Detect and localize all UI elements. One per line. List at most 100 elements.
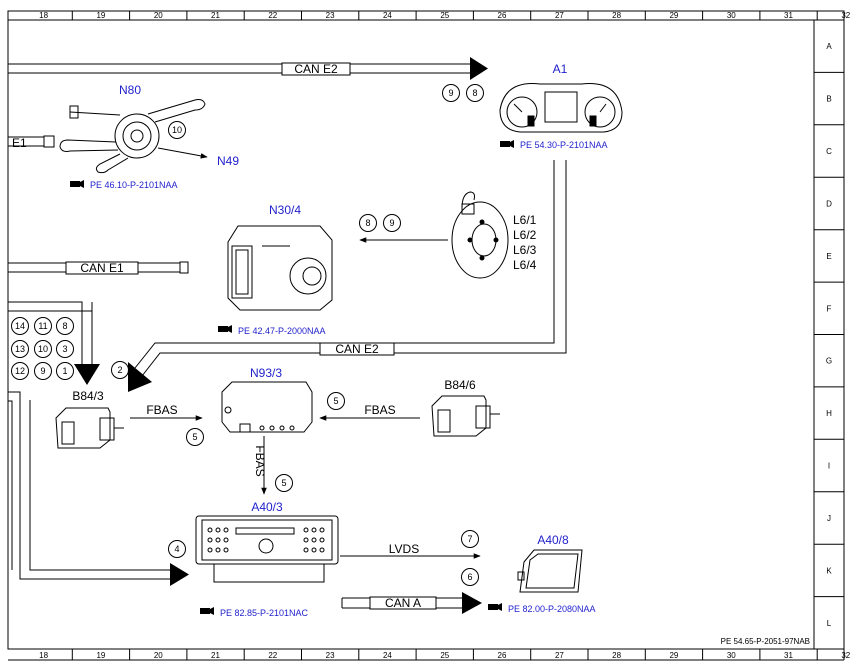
steering-column-module-icon	[59, 99, 206, 174]
n80-ref-link[interactable]: PE 46.10-P-2101NAA	[70, 180, 178, 190]
column-number: 18	[39, 651, 48, 660]
document-id: PE 54.65-P-2051-97NAB	[721, 637, 810, 646]
instrument-cluster-icon	[499, 83, 623, 133]
callout-number: 10	[172, 125, 182, 135]
pointing-hand-icon	[200, 607, 214, 615]
column-number: 25	[440, 11, 449, 20]
callout-circle: 9	[383, 214, 401, 232]
front-camera-icon	[431, 395, 500, 437]
column-number: 31	[784, 11, 793, 20]
fbas-vertical-label: FBAS	[253, 445, 267, 476]
drawing-frame	[7, 10, 845, 661]
n93-3-label: N93/3	[250, 366, 282, 380]
a40-8-label: A40/8	[537, 533, 569, 547]
callout-circle: 1	[56, 362, 74, 380]
callout-number: 12	[15, 366, 25, 376]
pointing-hand-icon	[218, 325, 232, 333]
a40-3-ref: PE 82.85-P-2101NAC	[220, 608, 309, 618]
column-number: 25	[440, 651, 449, 660]
l6-labels: L6/1 L6/2 L6/3 L6/4	[513, 213, 537, 272]
row-letter: B	[826, 95, 831, 104]
callout-circle: 4	[168, 540, 186, 558]
n30-4-label: N30/4	[269, 203, 301, 217]
a1-ref-link[interactable]: PE 54.30-P-2101NAA	[500, 140, 608, 150]
column-number: 28	[612, 11, 621, 20]
callout-number: 5	[333, 396, 338, 406]
column-number: 24	[383, 651, 392, 660]
e1-label: E1	[12, 136, 27, 150]
fbas-left-label: FBAS	[146, 403, 177, 417]
row-letter: G	[826, 357, 832, 366]
callout-number: 8	[365, 218, 370, 228]
can-a-bus: CAN A	[341, 592, 482, 614]
a40-8-ref-link[interactable]: PE 82.00-P-2080NAA	[488, 603, 596, 614]
a40-3-ref-link[interactable]: PE 82.85-P-2101NAC	[200, 607, 309, 618]
a40-8-ref: PE 82.00-P-2080NAA	[508, 604, 596, 614]
head-unit-buttons-left	[207, 527, 229, 553]
fbas-right-label: FBAS	[364, 403, 395, 417]
lvds-label: LVDS	[389, 542, 419, 556]
callout-number: 11	[38, 321, 47, 331]
callout-circle: 10	[168, 121, 186, 139]
can-e2-mid-bus: CAN E2	[128, 160, 567, 392]
row-letter: C	[826, 147, 832, 156]
rear-camera-icon	[55, 407, 124, 449]
n49-label: N49	[217, 154, 239, 168]
column-number: 30	[727, 11, 736, 20]
column-number: 19	[96, 651, 105, 660]
column-number: 22	[268, 651, 277, 660]
camera-control-unit-icon	[221, 381, 313, 433]
l6-3-label: L6/3	[513, 243, 537, 257]
callout-circle: 10	[34, 340, 52, 358]
callout-circle: 6	[461, 568, 479, 586]
l6-4-label: L6/4	[513, 258, 537, 272]
l6-2-label: L6/2	[513, 228, 537, 242]
column-number: 20	[154, 651, 163, 660]
wheel-speed-sensor-icon	[451, 191, 509, 279]
column-number: 24	[383, 11, 392, 20]
callout-number: 9	[40, 366, 45, 376]
pointing-hand-icon	[500, 140, 514, 148]
can-e2-mid-label: CAN E2	[335, 342, 379, 356]
column-number: 29	[669, 651, 678, 660]
row-letter: K	[826, 566, 832, 575]
callout-number: 4	[174, 544, 179, 554]
row-letter: I	[828, 462, 830, 471]
column-number: 23	[326, 11, 335, 20]
callout-circle: 2	[111, 361, 129, 379]
callout-circle: 9	[442, 84, 460, 102]
left-feed-bus	[8, 301, 100, 385]
column-number: 27	[555, 651, 564, 660]
callout-number: 13	[15, 344, 25, 354]
left-a40-bus	[8, 391, 189, 586]
pointing-hand-icon	[488, 603, 502, 611]
can-e2-top-bus: CAN E2	[8, 57, 488, 80]
n49-pointer-arrow	[157, 147, 208, 159]
callout-number: 6	[467, 572, 472, 582]
e1-stub-bus: E1	[8, 135, 55, 150]
callout-circle: 7	[461, 530, 479, 548]
column-number: 21	[211, 11, 220, 20]
row-letter: H	[826, 409, 832, 418]
callout-number: 9	[389, 218, 394, 228]
l6-1-label: L6/1	[513, 213, 537, 227]
n80-ref: PE 46.10-P-2101NAA	[90, 180, 178, 190]
callout-number: 5	[192, 432, 197, 442]
column-number: 28	[612, 651, 621, 660]
column-number: 31	[784, 651, 793, 660]
row-letter: L	[827, 619, 832, 628]
callout-circle: 8	[359, 214, 377, 232]
callout-circle: 8	[56, 317, 74, 335]
callout-circle: 5	[327, 392, 345, 410]
can-e2-top-label: CAN E2	[294, 62, 338, 76]
row-letter: D	[826, 200, 832, 209]
a1-ref: PE 54.30-P-2101NAA	[520, 140, 608, 150]
row-letter: F	[827, 304, 832, 313]
column-number: 22	[268, 11, 277, 20]
n30-4-ref-link[interactable]: PE 42.47-P-2000NAA	[218, 325, 326, 336]
callout-number: 9	[448, 88, 453, 98]
